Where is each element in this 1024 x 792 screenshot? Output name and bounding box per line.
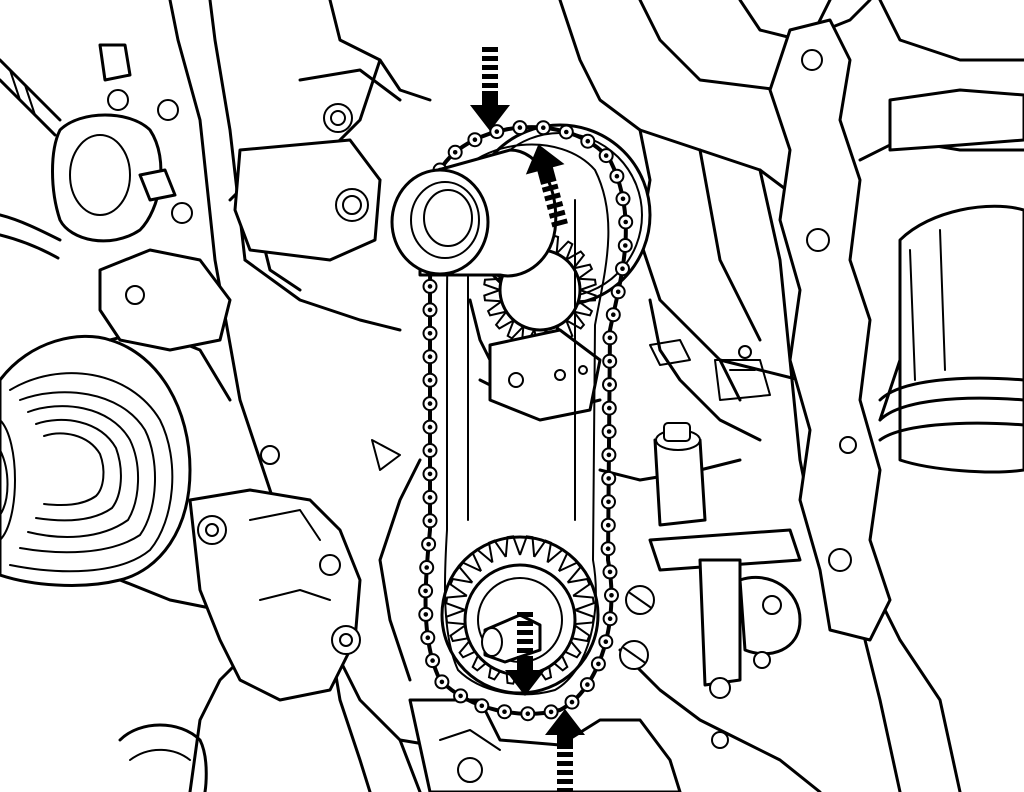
chain-link-pin (458, 693, 463, 699)
oil-filter-housing (878, 88, 1024, 474)
chain-link-pin (615, 289, 621, 295)
upper-sprocket-tooth (483, 277, 502, 291)
chain-link-pin (427, 331, 433, 336)
chain-link-pin (607, 335, 613, 341)
chain-link-pin (426, 541, 431, 547)
chain-guide-bracket (488, 328, 691, 422)
chain-link-pin (606, 429, 612, 434)
chain-link-pin (623, 243, 628, 248)
chain-link-pin (502, 709, 507, 714)
lower-sprocket-tooth (573, 594, 595, 611)
chain-link-pin (427, 471, 433, 477)
chain-link-pin (430, 658, 435, 663)
chain-link-pin (427, 377, 433, 383)
upper-sprocket-tooth (565, 250, 586, 270)
lower-sprocket-tooth (449, 577, 473, 597)
chain-link-pin (607, 382, 612, 387)
upper-sprocket-tooth (555, 240, 574, 261)
lower-sprocket-tooth (546, 548, 569, 572)
chain-link-pin (427, 307, 433, 313)
chain-tensioner (648, 345, 802, 699)
chain-link-pin (494, 129, 500, 134)
oil-pump-area (408, 585, 729, 792)
chain-link-pin (427, 354, 433, 360)
shaft-end (390, 148, 558, 278)
chain-link-pin (427, 401, 433, 406)
lower-sprocket-tooth (445, 594, 467, 611)
chain-link-pin (452, 150, 458, 155)
lower-sprocket-tooth (558, 561, 582, 584)
chain-link-pin (525, 711, 531, 716)
chain-link-pin (427, 518, 433, 524)
lower-sprocket-tooth (567, 623, 591, 643)
chain-link-pin (423, 588, 428, 594)
chain-link-pin (606, 476, 611, 481)
chain-link-pin (517, 125, 523, 130)
chain-link-pin (607, 616, 613, 621)
chain-link-pin (607, 405, 612, 411)
upper-sprocket-tooth (494, 310, 515, 330)
chain-link-pin (620, 266, 625, 272)
chain-link-pin (427, 424, 433, 430)
arrow-upper-down-icon (470, 47, 510, 131)
chain-link-pin (424, 565, 430, 570)
chain-link-pin (585, 138, 591, 144)
lower-sprocket-tooth (567, 577, 591, 597)
chain-link-pin (423, 612, 429, 617)
arrow-lower-down-icon (505, 612, 545, 696)
indicator-arrows (470, 47, 585, 792)
lower-sprocket-tooth (471, 548, 494, 572)
chain-link-pin (614, 173, 620, 179)
upper-sprocket-tooth (483, 289, 502, 303)
upper-sprocket-tooth (573, 263, 594, 280)
chain-link-pin (607, 358, 612, 364)
lower-sprocket-tooth (487, 539, 507, 563)
right-flange (768, 18, 892, 642)
lower-sprocket-tooth (504, 535, 521, 557)
chain-link-pin (439, 679, 445, 685)
upper-sprocket-tooth (506, 319, 525, 340)
chain-link-pin (425, 635, 431, 640)
chain-link-pin (596, 661, 601, 667)
chain-link-pin (623, 219, 628, 225)
chain-link-pin (427, 284, 433, 289)
upper-sprocket-tooth (486, 300, 507, 317)
chain-link-pin (609, 593, 614, 598)
chain-link-pin (427, 448, 433, 453)
arrow-upper-up-icon (525, 144, 568, 228)
lower-sprocket-tooth (519, 535, 536, 557)
left-lower-mount (118, 439, 401, 792)
lower-sprocket-tooth (533, 539, 553, 563)
chain-link-pin (541, 125, 546, 130)
chain-link-pin (427, 495, 433, 500)
upper-housing (233, 68, 402, 262)
chain-link-pin (606, 499, 611, 505)
upper-sprocket-tooth (578, 289, 597, 303)
upper-sprocket-tooth (578, 277, 597, 291)
chain-link-pin (479, 703, 485, 709)
chain-link-pin (603, 639, 609, 644)
chain-link-pin (472, 137, 478, 142)
upper-sprocket-tooth (573, 300, 594, 317)
chain-link-pin (605, 546, 611, 551)
chain-link-pin (603, 153, 609, 158)
chain-link-pin (548, 709, 554, 715)
chain-link-pin (606, 522, 611, 528)
chain-link-pin (564, 129, 569, 135)
upper-sprocket-tooth (565, 310, 586, 330)
lower-sprocket-tooth (458, 561, 482, 584)
chain-link-pin (569, 699, 575, 705)
chain-link-pin (606, 452, 612, 458)
lower-sprocket-tooth (558, 636, 582, 659)
lower-sprocket-tooth (449, 623, 473, 643)
left-upper-bracket (0, 43, 232, 352)
lower-sprocket-tooth (458, 636, 482, 659)
arrow-lower-up-icon (545, 709, 585, 792)
chain-link-pin (611, 312, 616, 318)
chain-link-pin (607, 569, 613, 575)
chain-link-pin (620, 196, 626, 202)
chain-link-pin (585, 682, 590, 687)
